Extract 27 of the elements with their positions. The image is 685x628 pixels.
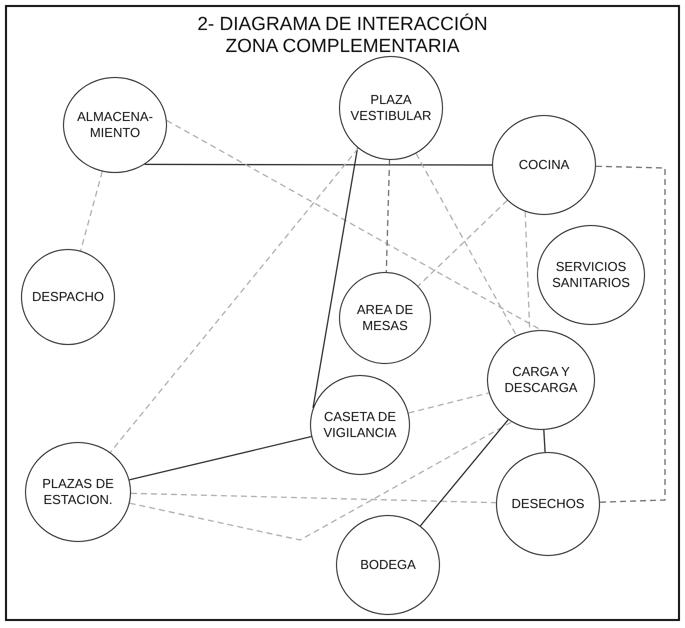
space-label: ALMACENA- MIENTO	[76, 109, 154, 141]
space-label: DESPACHO	[32, 289, 104, 305]
space-label: PLAZAS DE ESTACION.	[41, 476, 115, 508]
space-label: SERVICIOS SANITARIOS	[551, 259, 631, 291]
connector-line	[408, 392, 489, 414]
connector-line	[312, 148, 358, 408]
diagram-title: 2- DIAGRAMA DE INTERACCIÓN ZONA COMPLEMENTARIA	[196, 14, 489, 58]
connector-line	[80, 171, 103, 251]
connector-line	[110, 148, 359, 453]
connector-line	[129, 436, 312, 480]
connector-line	[130, 421, 512, 541]
connector-line	[416, 153, 517, 336]
space-label: DESECHOS	[512, 496, 584, 512]
connector-line	[418, 200, 508, 287]
connector-line	[596, 166, 666, 503]
space-label: AREA DE MESAS	[356, 302, 414, 334]
connector-line	[166, 120, 542, 331]
space-label: PLAZA VESTIBULAR	[350, 92, 432, 124]
connector-line	[420, 419, 509, 526]
connector-line	[386, 160, 390, 272]
space-label: COCINA	[518, 157, 570, 173]
space-label: CASETA DE VIGILANCIA	[322, 409, 398, 441]
space-label: CARGA Y DESCARGA	[504, 364, 578, 396]
connector-line	[144, 164, 492, 166]
space-label: BODEGA	[360, 557, 416, 573]
connector-line	[543, 430, 546, 452]
connector-line	[130, 492, 496, 504]
